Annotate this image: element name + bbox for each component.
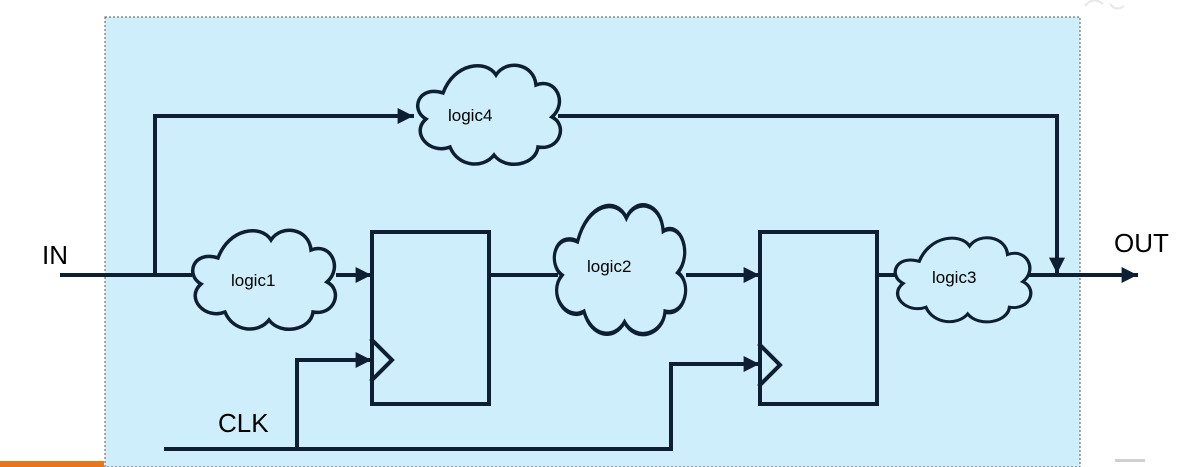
logic1-label: logic1	[231, 271, 275, 290]
logic4-label: logic4	[448, 106, 492, 125]
register-2	[757, 230, 879, 406]
output-label: OUT	[1114, 228, 1169, 258]
input-label: IN	[42, 240, 68, 270]
footer-mark	[1115, 459, 1145, 462]
logic2-label: logic2	[587, 257, 631, 276]
register-1	[369, 230, 491, 406]
cloud-logic4: logic4	[415, 63, 563, 167]
logic3-label: logic3	[932, 268, 976, 287]
cloud-logic1: logic1	[190, 228, 338, 332]
wires	[60, 108, 1138, 451]
accent-bar	[0, 461, 104, 467]
clock-label: CLK	[218, 408, 269, 438]
corner-watermark	[1084, 0, 1125, 10]
